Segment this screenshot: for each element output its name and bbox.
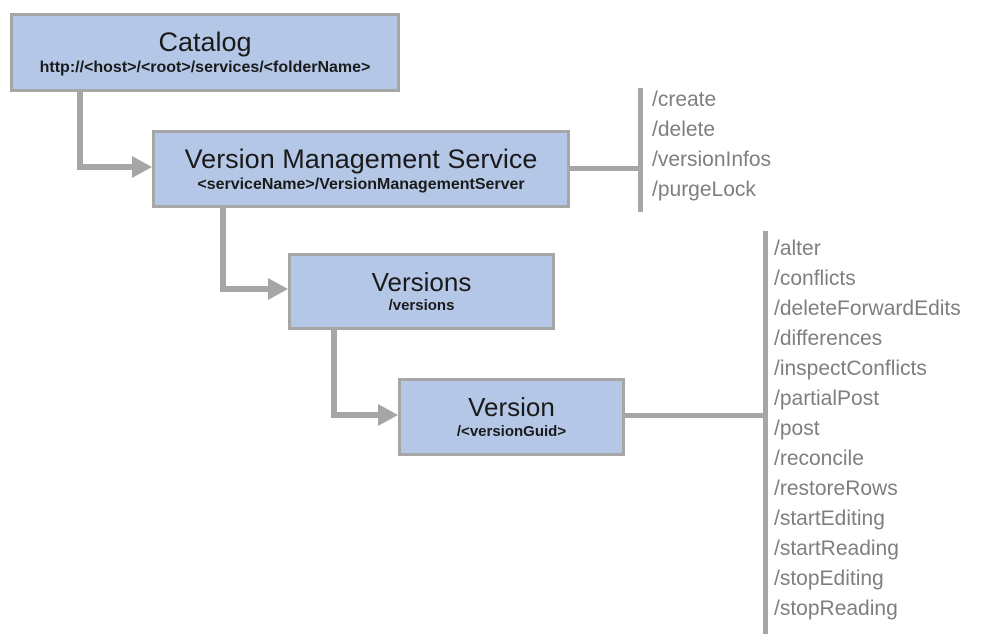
connector-catalog-vms-horizontal	[77, 164, 135, 170]
arrowhead-into-version-icon	[378, 404, 398, 426]
operation-item: /delete	[652, 118, 716, 141]
operation-item: /versionInfos	[652, 148, 772, 171]
node-versions-title: Versions	[371, 266, 472, 297]
connector-versions-version-vertical	[331, 329, 337, 418]
operation-item: /startEditing	[774, 507, 885, 530]
version-operations-list: /alter/conflicts/deleteForwardEdits/diff…	[774, 234, 961, 624]
node-version-subtitle: /<versionGuid>	[456, 422, 567, 440]
node-version-title: Version	[468, 392, 555, 423]
version-operations-bar	[763, 231, 768, 634]
operation-item: /differences	[774, 327, 883, 350]
arrowhead-into-vms-icon	[132, 156, 152, 178]
node-version-management-service-subtitle: <serviceName>/VersionManagementServer	[197, 175, 525, 193]
connector-vms-versions-horizontal	[220, 286, 272, 292]
arrowhead-into-versions-icon	[268, 278, 288, 300]
vms-operations-list: /create/delete/versionInfos/purgeLock	[652, 85, 771, 205]
node-catalog: Catalog http://<host>/<root>/services/<f…	[10, 13, 400, 92]
node-version-management-service: Version Management Service <serviceName>…	[152, 130, 570, 208]
node-versions-subtitle: /versions	[388, 297, 455, 315]
operation-item: /post	[774, 417, 820, 440]
node-version-management-service-title: Version Management Service	[184, 143, 538, 174]
node-catalog-subtitle: http://<host>/<root>/services/<folderNam…	[39, 59, 371, 77]
connector-version-operations	[623, 413, 763, 418]
operation-item: /reconcile	[774, 447, 864, 470]
node-catalog-title: Catalog	[158, 27, 252, 58]
vms-operations-bar	[638, 88, 643, 212]
connector-vms-versions-vertical	[220, 207, 226, 292]
operation-item: /alter	[774, 237, 821, 260]
connector-catalog-vms-vertical	[77, 90, 83, 170]
operation-item: /inspectConflicts	[774, 357, 927, 380]
operation-item: /purgeLock	[652, 178, 756, 201]
operation-item: /stopReading	[774, 597, 898, 620]
connector-vms-operations	[570, 166, 638, 171]
node-versions: Versions /versions	[288, 253, 555, 330]
operation-item: /create	[652, 88, 717, 111]
connector-versions-version-horizontal	[331, 412, 383, 418]
operation-item: /partialPost	[774, 387, 880, 410]
node-version: Version /<versionGuid>	[398, 378, 625, 456]
operation-item: /deleteForwardEdits	[774, 297, 961, 320]
operation-item: /startReading	[774, 537, 899, 560]
operation-item: /stopEditing	[774, 567, 884, 590]
operation-item: /restoreRows	[774, 477, 898, 500]
operation-item: /conflicts	[774, 267, 856, 290]
